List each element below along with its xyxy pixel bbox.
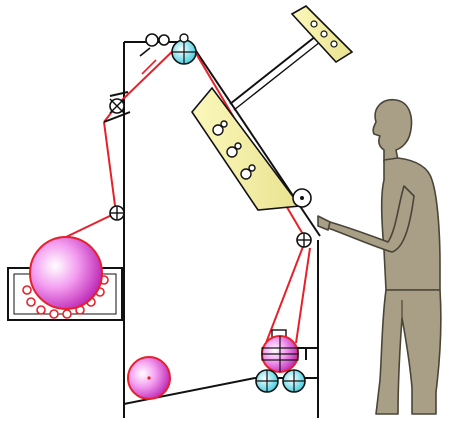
mid-guide-roller	[109, 205, 125, 221]
drive-rollers	[255, 369, 306, 393]
lower-guide-roller	[296, 232, 312, 248]
top-feed-rollers	[139, 33, 170, 75]
unwind-batch-roll	[29, 236, 103, 310]
operator	[317, 98, 442, 415]
rewind-roll	[261, 329, 299, 373]
cradle-rollers	[22, 275, 109, 319]
upper-guide-roller	[103, 91, 131, 123]
measuring-wheel	[292, 188, 312, 208]
top-roller	[171, 33, 197, 65]
overhead-lamp	[229, 5, 354, 111]
small-roll	[127, 356, 171, 400]
inspection-lamp-panel	[191, 86, 302, 211]
